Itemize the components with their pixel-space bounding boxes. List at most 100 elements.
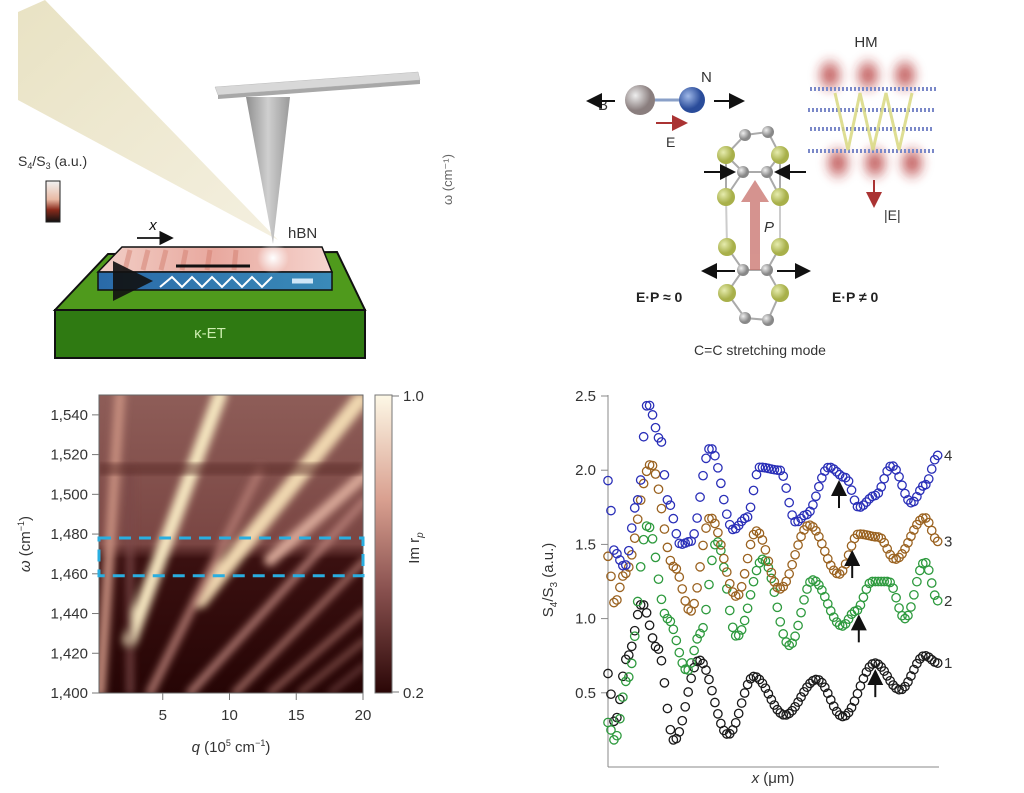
data-point xyxy=(772,704,783,715)
data-point xyxy=(897,549,907,559)
data-point xyxy=(811,525,821,536)
data-point xyxy=(909,496,919,507)
data-point xyxy=(606,725,616,735)
data-point xyxy=(653,644,664,654)
data-point xyxy=(808,500,818,510)
data-point xyxy=(730,523,741,534)
data-point xyxy=(873,659,884,670)
data-point xyxy=(909,525,919,535)
data-point xyxy=(793,620,803,631)
data-point xyxy=(906,531,916,542)
y-tick-label: 1,460 xyxy=(50,566,88,583)
data-point xyxy=(793,516,803,527)
data-point xyxy=(707,685,717,696)
data-point xyxy=(745,589,756,600)
series-1: 1 xyxy=(603,600,952,745)
data-point xyxy=(659,469,670,480)
data-point xyxy=(692,634,702,644)
data-point xyxy=(772,602,783,613)
data-point xyxy=(662,613,673,624)
data-point xyxy=(814,481,824,492)
data-point xyxy=(897,480,907,491)
data-point xyxy=(923,474,934,484)
data-point xyxy=(805,506,815,517)
heatmap-band xyxy=(298,639,363,693)
data-point xyxy=(742,603,753,614)
data-point xyxy=(641,400,652,411)
data-point xyxy=(909,589,919,600)
heatmap-band xyxy=(192,395,363,608)
data-point xyxy=(647,410,658,420)
data-point xyxy=(653,484,664,495)
data-point xyxy=(665,724,676,735)
data-point xyxy=(698,470,708,481)
data-point xyxy=(659,524,670,534)
data-point xyxy=(606,505,616,516)
series-2: 2 xyxy=(603,521,952,745)
series-label: 4 xyxy=(944,447,952,464)
data-point xyxy=(612,548,622,559)
data-point xyxy=(680,595,691,606)
data-point xyxy=(736,698,747,708)
atom-n-label: N xyxy=(701,69,712,86)
data-point xyxy=(609,597,619,608)
data-point xyxy=(742,512,753,522)
tip-glow xyxy=(257,242,289,274)
ep-zero-label: E·P ≈ 0 xyxy=(636,289,683,305)
y-tick-label: 2.5 xyxy=(575,388,596,405)
data-point xyxy=(626,641,637,652)
heatmap-band xyxy=(123,395,227,647)
x-tick-label: 15 xyxy=(288,707,305,724)
data-point xyxy=(662,542,673,553)
data-point xyxy=(766,694,777,705)
data-point xyxy=(932,595,943,606)
panel-a-schematic: κ-ET x hBN S4/S3 (a.u.) ω (cm⁻¹) xyxy=(18,0,485,359)
data-point xyxy=(718,553,729,564)
data-point xyxy=(668,561,679,572)
nitrogen-atom xyxy=(679,87,705,113)
data-point xyxy=(710,450,720,461)
data-point xyxy=(825,694,836,705)
data-point xyxy=(638,534,649,545)
data-point xyxy=(920,479,931,490)
afm-cantilever xyxy=(214,71,421,99)
data-point xyxy=(751,526,762,536)
data-point xyxy=(805,577,815,587)
data-point xyxy=(650,422,661,433)
hyperbolic-material xyxy=(808,55,936,183)
data-point xyxy=(897,610,907,621)
data-point xyxy=(784,708,795,719)
data-point xyxy=(781,637,792,647)
data-point xyxy=(861,497,872,507)
data-point xyxy=(606,571,616,582)
polarization-arrow-icon xyxy=(741,180,769,270)
data-point xyxy=(686,658,697,668)
data-point xyxy=(831,466,842,477)
small-colorbar-label: S4/S3 (a.u.) xyxy=(18,153,87,171)
data-point xyxy=(858,500,869,510)
data-point xyxy=(713,527,723,538)
data-point xyxy=(912,576,922,587)
data-point xyxy=(766,573,777,584)
data-point xyxy=(923,565,934,576)
data-point xyxy=(656,655,667,666)
data-point xyxy=(650,641,661,652)
data-point xyxy=(680,701,691,712)
data-point xyxy=(695,655,705,666)
data-point xyxy=(617,571,628,581)
heatmap-x-axis-label: q (105 cm−1) xyxy=(192,738,271,756)
data-point xyxy=(674,647,685,658)
data-point xyxy=(623,650,634,660)
data-point xyxy=(834,469,845,480)
data-point xyxy=(775,465,786,476)
data-point xyxy=(760,683,771,694)
data-point xyxy=(882,543,893,554)
data-point xyxy=(626,658,637,669)
data-point xyxy=(772,465,783,475)
data-point xyxy=(718,494,729,505)
data-point xyxy=(766,567,777,578)
data-point xyxy=(650,469,661,479)
data-point xyxy=(632,596,643,607)
data-point xyxy=(742,679,753,690)
